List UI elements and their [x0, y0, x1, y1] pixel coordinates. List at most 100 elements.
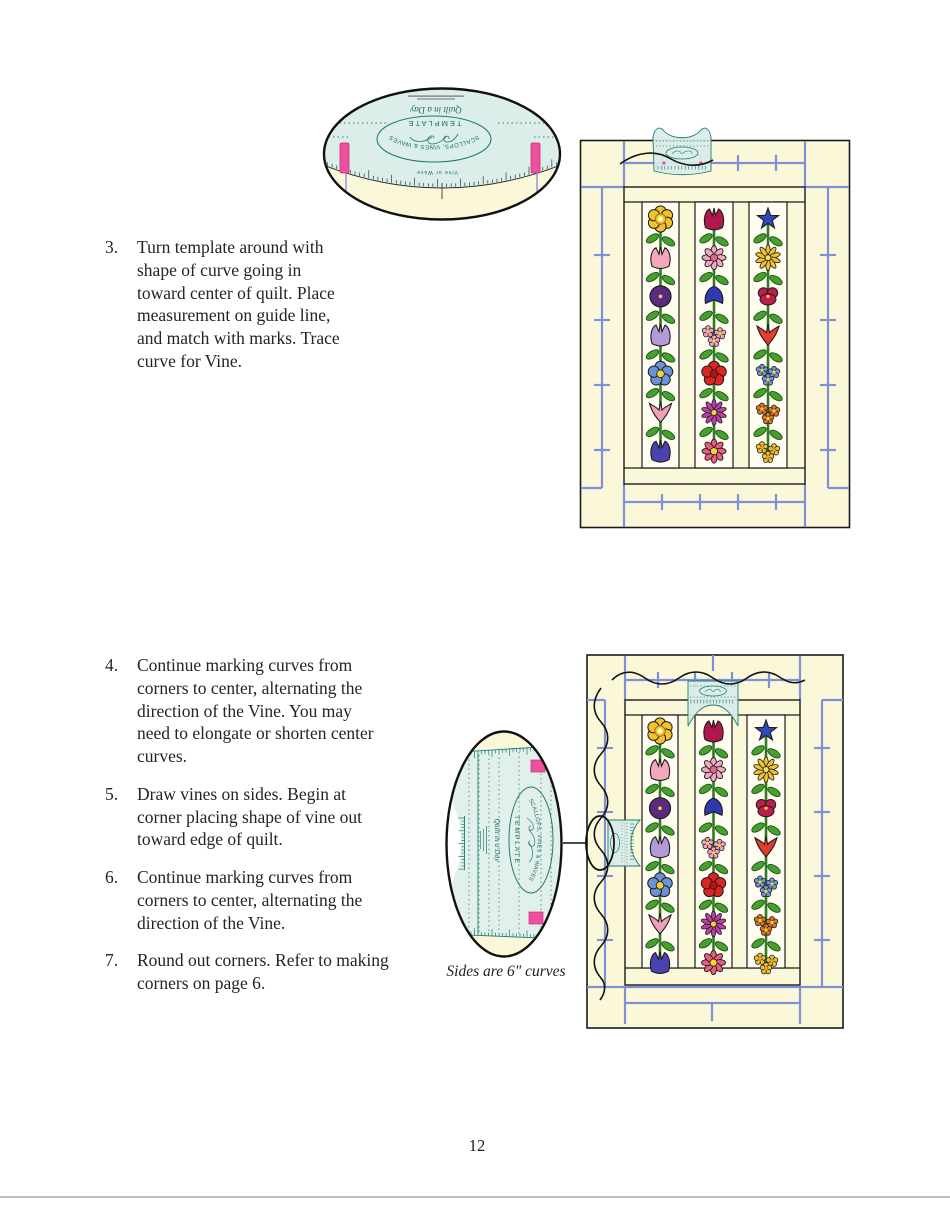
logo-template-text: TEMPLATE [406, 119, 461, 128]
flower-cluster [755, 402, 781, 425]
flower-tulip [649, 835, 671, 859]
flower-round [701, 360, 727, 386]
template-figure-top: Quilt in a Day SCALLOPS, VINES & WAVES T… [322, 87, 562, 221]
template-curved-edge [446, 780, 461, 904]
instruction-number: 7. [105, 950, 119, 971]
flower-tulip [650, 246, 671, 269]
flower-tulip [649, 951, 671, 974]
flower-lily [754, 835, 778, 858]
brand-script: Quilt in a Day [493, 818, 502, 862]
flower-ring-flower [647, 717, 673, 745]
magnifier-figure: Quilt in a Day SCALLOPS, VINES & WAVES T… [445, 730, 563, 958]
flower-bell [704, 797, 723, 816]
template-piece [687, 680, 739, 727]
flower-pansy [757, 287, 779, 306]
flower-vines [645, 205, 783, 464]
dotted-guides [468, 750, 552, 937]
vine-column [645, 717, 675, 974]
guide-lines [581, 141, 849, 527]
flower-cluster [701, 836, 726, 859]
fine-print-lines [408, 95, 464, 100]
flower-daisy [701, 438, 727, 464]
flower-round [647, 360, 674, 386]
pink-marker [528, 911, 544, 925]
flower-aster [753, 756, 779, 783]
pink-marker [530, 142, 541, 174]
vine-column [698, 719, 729, 976]
flower-tulip [703, 719, 724, 743]
instruction-list-bottom: 4. Continue marking curves from corners … [105, 654, 389, 1010]
instruction-number: 4. [105, 655, 119, 675]
flower-cluster [753, 914, 779, 936]
flower-tulip [703, 207, 725, 231]
edge-label: Vine or Wave [416, 169, 458, 175]
flower-aster [755, 244, 781, 271]
flower-tulip [650, 440, 671, 463]
instruction-item-3: 3. Turn template around with shape of cu… [105, 236, 351, 373]
magnifier-circle [585, 815, 615, 871]
flower-pom [649, 285, 672, 308]
flower-cluster [753, 952, 779, 975]
vine-squiggle-icon [409, 133, 459, 145]
fine-print-lines [480, 826, 487, 854]
quilt-diagram-bottom [563, 654, 844, 1029]
flower-aster [700, 910, 727, 938]
page-number: 12 [468, 1136, 486, 1155]
flower-lily [648, 401, 673, 424]
quilt-diagram-top [579, 127, 851, 529]
instruction-number: 6. [105, 867, 119, 887]
flower-tulip [650, 323, 671, 347]
instruction-item-7: 7. Round out corners. Refer to making co… [105, 949, 389, 995]
brand-script: Quilt in a Day [410, 105, 462, 115]
instruction-number: 3. [105, 237, 119, 257]
flower-star [755, 206, 781, 230]
vine-column [699, 207, 729, 464]
flower-vines [645, 717, 781, 976]
flower-star [753, 718, 779, 742]
instruction-list-top: 3. Turn template around with shape of cu… [105, 236, 351, 388]
vine-column [645, 205, 676, 463]
flower-round [647, 872, 673, 898]
pink-marker [339, 142, 350, 174]
instruction-number: 5. [105, 783, 119, 804]
template-oval: Quilt in a Day SCALLOPS, VINES & WAVES T… [324, 88, 560, 220]
flower-ring-flower [647, 205, 674, 233]
vine-wave-line-left [593, 687, 609, 1001]
vine-wave-line-top [611, 671, 806, 685]
figure-caption: Sides are 6" curves [446, 963, 566, 980]
page-edge-line [0, 1196, 950, 1198]
instruction-item-6: 6. Continue marking curves from corners … [105, 866, 389, 934]
oval-outline [445, 730, 563, 958]
flower-cluster [755, 441, 781, 463]
flower-cluster [753, 875, 779, 898]
template-body [446, 745, 562, 939]
pink-marker-dot [662, 161, 666, 165]
oval-outline [322, 87, 562, 221]
flower-bell [704, 285, 724, 305]
instruction-item-5: 5. Draw vines on sides. Begin at corner … [105, 783, 389, 851]
flower-daisy [701, 950, 726, 976]
flower-lily [756, 324, 780, 346]
template-piece-side [607, 819, 641, 867]
logo-template-text: TEMPLATE [513, 815, 520, 865]
instruction-item-4: 4. Continue marking curves from corners … [105, 654, 389, 768]
flower-pansy [755, 799, 777, 818]
instruction-text: Continue marking curves from corners to … [137, 655, 374, 766]
instruction-text: Continue marking curves from corners to … [137, 867, 363, 933]
vine-squiggle-icon [526, 817, 536, 863]
template-piece [652, 127, 712, 176]
vine-column [751, 718, 781, 975]
instruction-text: Turn template around with shape of curve… [137, 237, 340, 371]
flower-pom [648, 797, 672, 820]
instruction-text: Round out corners. Refer to making corne… [137, 950, 389, 993]
flower-tulip [649, 758, 671, 781]
flower-aster [701, 399, 727, 426]
vine-column [753, 206, 783, 463]
flower-lily [648, 912, 672, 935]
flower-round [700, 872, 727, 898]
flower-cluster [755, 363, 781, 386]
flower-daisy [701, 757, 726, 783]
ruler-ticks [327, 159, 557, 187]
flower-daisy [701, 245, 727, 271]
